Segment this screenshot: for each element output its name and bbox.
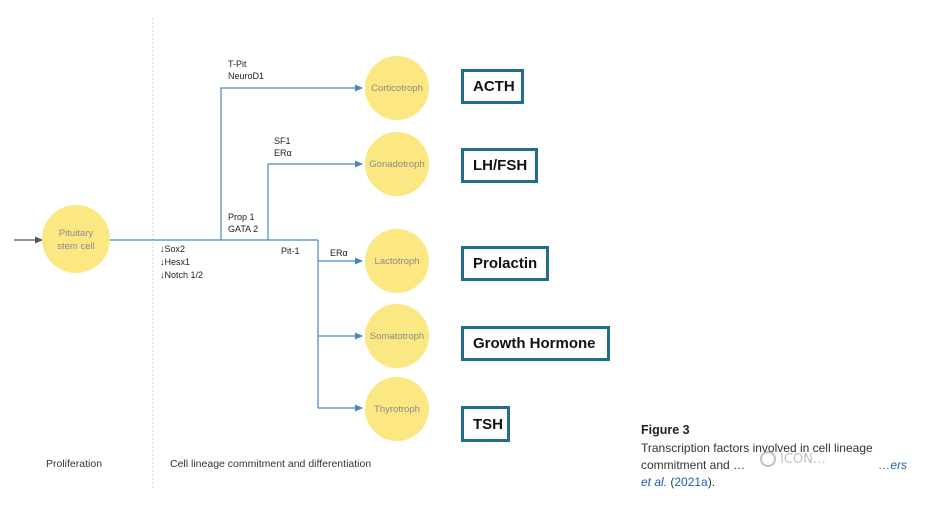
caption-citation-link[interactable]: …ers — [878, 458, 908, 472]
watermark-logo-icon — [760, 451, 776, 467]
gonadotroph-label: Gonadotroph — [369, 159, 424, 170]
lactotroph-label: Lactotroph — [375, 256, 420, 267]
thyrotroph-circle — [365, 377, 429, 441]
stem-cell-label-line2: stem cell — [57, 241, 94, 252]
hormone-box-lhfsh: LH/FSH — [461, 148, 538, 183]
hormone-box-growth-hormone: Growth Hormone — [461, 326, 610, 361]
caption-cite-open: ( — [670, 475, 675, 489]
tf-sox2: ↓Sox2 — [160, 244, 185, 254]
hormone-box-prolactin: Prolactin — [461, 246, 549, 281]
gonadotroph-circle — [365, 132, 429, 196]
figure-caption: Figure 3 Transcription factors involved … — [641, 422, 941, 491]
tf-hesx1: ↓Hesx1 — [160, 257, 190, 267]
lactotroph-circle — [365, 229, 429, 293]
tf-prop1: Prop 1 — [228, 212, 255, 222]
thyrotroph-label: Thyrotroph — [374, 404, 420, 415]
tf-notch: ↓Notch 1/2 — [160, 270, 203, 280]
tf-sf1: SF1 — [274, 136, 291, 146]
hormone-box-acth: ACTH — [461, 69, 524, 104]
tf-er-alpha-gonadotroph: ERα — [274, 148, 292, 158]
caption-citation-etal[interactable]: et al. — [641, 475, 668, 489]
somatotroph-label: Somatotroph — [370, 331, 424, 342]
corticotroph-circle — [365, 56, 429, 120]
gonadotroph-branch — [267, 160, 363, 240]
tf-er-alpha-lactotroph: ERα — [330, 248, 348, 258]
phase-label-differentiation: Cell lineage commitment and differentiat… — [170, 458, 371, 470]
caption-citation-year[interactable]: 2021a — [674, 475, 708, 489]
lineage-connectors — [110, 84, 363, 412]
corticotroph-label: Corticotroph — [371, 83, 423, 94]
watermark: ICON… — [760, 451, 826, 467]
tf-pit1: Pit-1 — [281, 246, 300, 256]
somatotroph-circle — [365, 304, 429, 368]
hormone-box-tsh: TSH — [461, 406, 510, 442]
stem-cell-circle — [42, 205, 110, 273]
caption-text-line1: Transcription factors involved in cell l… — [641, 441, 873, 455]
watermark-text: ICON… — [780, 451, 826, 467]
stem-cell-label-line1: Pituitary — [59, 228, 94, 239]
tf-gata2: GATA 2 — [228, 224, 258, 234]
tf-tpit: T-Pit — [228, 59, 247, 69]
phase-label-proliferation: Proliferation — [46, 458, 102, 470]
tf-neurod1: NeuroD1 — [228, 71, 264, 81]
corticotroph-branch — [220, 84, 363, 240]
caption-title: Figure 3 — [641, 423, 690, 437]
caption-cite-close: ). — [707, 475, 716, 489]
caption-text-line2: commitment and … — [641, 458, 746, 472]
